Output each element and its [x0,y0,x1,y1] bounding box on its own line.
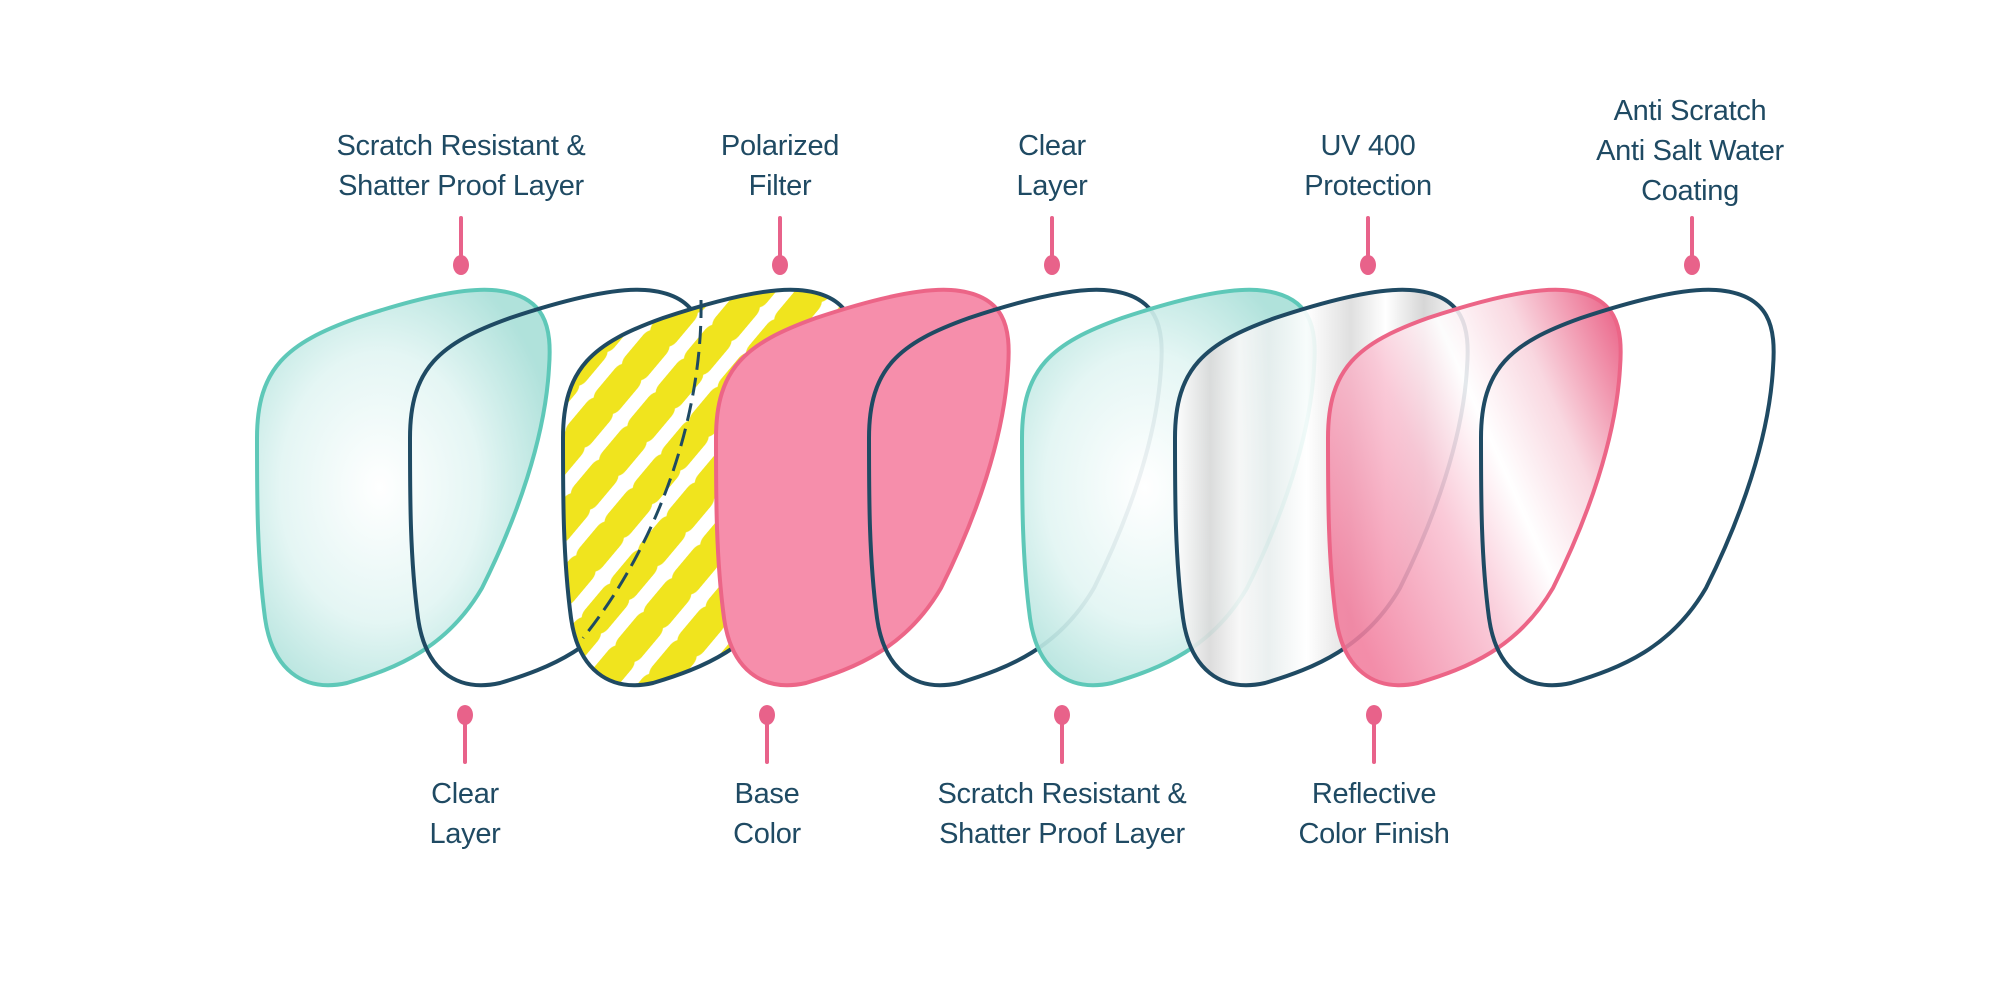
polarized-divider-line [581,299,703,639]
label-line: Anti Salt Water [1596,135,1784,167]
top-pin-0-dot [453,255,469,275]
label-uv-400: UV 400 Protection [1304,126,1432,206]
label-line: Color [733,818,801,850]
label-line: Clear [1018,130,1086,162]
label-line: Shatter Proof Layer [338,170,584,202]
lens-stack [255,287,1776,688]
top-pin-2-dot [1044,255,1060,275]
lens-clear-1 [255,287,552,688]
bottom-pin-2-dot [1054,705,1070,725]
label-scratch-resistant-bottom: Scratch Resistant & Shatter Proof Layer [938,774,1187,854]
pointer-pins [453,216,1700,764]
top-pin-4-dot [1684,255,1700,275]
label-line: Protection [1304,170,1432,202]
label-line: Scratch Resistant & [336,130,586,162]
label-line: Layer [1016,170,1088,202]
label-anti-scratch-coating: Anti Scratch Anti Salt Water Coating [1596,91,1784,211]
bottom-pin-1-dot [759,705,775,725]
bottom-pin-3-dot [1366,705,1382,725]
label-scratch-resistant-top: Scratch Resistant & Shatter Proof Layer [337,126,586,206]
top-pin-3-dot [1360,255,1376,275]
label-line: Filter [748,170,812,202]
label-clear-layer-top: Clear Layer [1016,126,1087,206]
bottom-pin-0-dot [457,705,473,725]
label-line: Scratch Resistant & [937,778,1187,810]
lens-coating [1479,287,1776,688]
label-clear-layer-bottom: Clear Layer [429,774,500,854]
top-pin-1-dot [772,255,788,275]
label-line: Color Finish [1298,818,1450,850]
label-line: UV 400 [1320,130,1416,162]
lens-reflective [1326,287,1623,688]
lens-base-color [714,287,1011,688]
label-line: Layer [429,818,501,850]
label-polarized-filter: Polarized Filter [720,126,840,206]
label-line: Shatter Proof Layer [939,818,1185,850]
label-reflective-color-finish: Reflective Color Finish [1298,774,1449,854]
label-line: Anti Scratch [1613,95,1767,127]
label-line: Base [734,778,800,810]
label-base-color: Base Color [733,774,801,854]
label-line: Coating [1641,175,1739,207]
label-line: Polarized [720,130,840,162]
label-line: Clear [431,778,499,810]
label-line: Reflective [1311,778,1437,810]
